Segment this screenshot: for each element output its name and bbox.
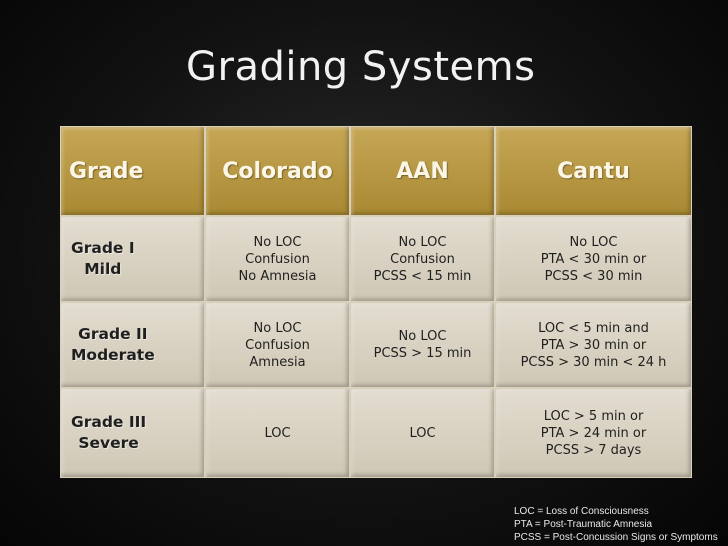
abbreviation-legend: LOC = Loss of Consciousness PTA = Post-T… [514, 505, 718, 544]
grade-name: Grade III [71, 413, 147, 431]
cell-line: No Amnesia [238, 268, 317, 284]
header-grade: Grade [60, 126, 205, 216]
cell-line: No LOC [253, 320, 302, 336]
cell-line: PCSS < 15 min [373, 268, 472, 284]
header-colorado: Colorado [205, 126, 350, 216]
cell-line: LOC > 5 min or [543, 408, 644, 424]
header-aan: AAN [350, 126, 495, 216]
cell-cantu-2: LOC < 5 min and PTA > 30 min or PCSS > 3… [495, 302, 692, 388]
cell-colorado-2: No LOC Confusion Amnesia [205, 302, 350, 388]
cell-colorado-1: No LOC Confusion No Amnesia [205, 216, 350, 302]
cell-line: No LOC [398, 234, 447, 250]
cell-line: No LOC [569, 234, 618, 250]
cell-line: No LOC [398, 329, 447, 344]
grade-name: Grade I [71, 239, 135, 257]
grading-table: Grade Colorado AAN Cantu Grade I Mild No… [60, 126, 692, 478]
cell-line: PCSS < 30 min [544, 268, 643, 284]
cell-cantu-3: LOC > 5 min or PTA > 24 min or PCSS > 7 … [495, 388, 692, 478]
cell-line: PCSS > 30 min < 24 h [520, 354, 667, 370]
cell-line: LOC [264, 425, 291, 441]
cell-line: No LOC [253, 234, 302, 250]
cell-line: PCSS > 7 days [545, 442, 642, 458]
cell-aan-3: LOC [350, 388, 495, 478]
slide-title: Grading Systems [186, 44, 536, 90]
row-grade-2: Grade II Moderate [60, 302, 205, 388]
header-cantu: Cantu [495, 126, 692, 216]
cell-line: PTA > 24 min or [540, 425, 647, 441]
cell-line: PTA > 30 min or [540, 337, 647, 353]
legend-pta: PTA = Post-Traumatic Amnesia [514, 519, 653, 530]
legend-loc: LOC = Loss of Consciousness [514, 506, 649, 517]
cell-line: Amnesia [249, 354, 306, 370]
cell-line: PCSS > 15 min [373, 346, 472, 361]
cell-aan-1: No LOC Confusion PCSS < 15 min [350, 216, 495, 302]
cell-line: LOC [409, 425, 436, 441]
cell-line: Confusion [245, 251, 310, 267]
grade-severity: Mild [84, 260, 122, 278]
grade-name: Grade II [78, 325, 148, 343]
cell-cantu-1: No LOC PTA < 30 min or PCSS < 30 min [495, 216, 692, 302]
cell-line: Confusion [390, 251, 455, 267]
row-grade-1: Grade I Mild [60, 216, 205, 302]
cell-line: PTA < 30 min or [540, 251, 647, 267]
grade-severity: Moderate [71, 346, 155, 364]
cell-aan-2: No LOC PCSS > 15 min [350, 302, 495, 388]
grade-severity: Severe [78, 434, 139, 452]
cell-colorado-3: LOC [205, 388, 350, 478]
cell-line: Confusion [245, 337, 310, 353]
row-grade-3: Grade III Severe [60, 388, 205, 478]
legend-pcss: PCSS = Post-Concussion Signs or Symptoms [514, 532, 718, 543]
cell-line: LOC < 5 min and [538, 320, 649, 336]
